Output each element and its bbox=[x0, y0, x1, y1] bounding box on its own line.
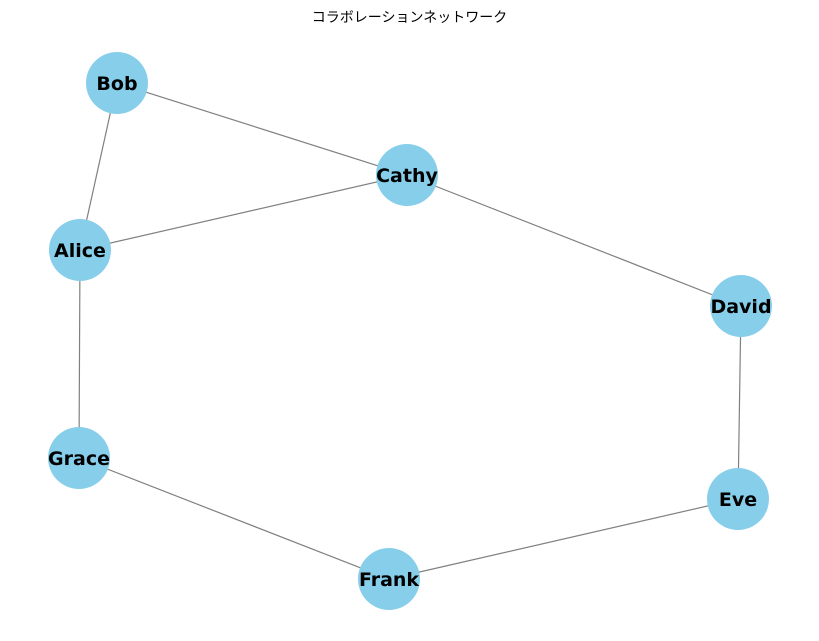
node-eve bbox=[707, 468, 769, 530]
edge-eve-frank bbox=[388, 498, 739, 580]
node-label: Frank bbox=[359, 569, 419, 591]
node-frank bbox=[358, 548, 420, 610]
edge-bob-cathy bbox=[116, 82, 408, 176]
node-label: Cathy bbox=[376, 165, 438, 187]
edge-grace-frank bbox=[78, 457, 390, 580]
node-david bbox=[710, 275, 772, 337]
edge-alice-cathy bbox=[79, 174, 408, 251]
node-label: David bbox=[710, 296, 771, 318]
node-label: Eve bbox=[719, 489, 757, 511]
node-grace bbox=[48, 427, 110, 489]
node-alice bbox=[49, 219, 111, 281]
node-cathy bbox=[376, 144, 438, 206]
edge-alice-grace bbox=[78, 249, 81, 459]
node-label: Grace bbox=[48, 448, 110, 470]
node-label: Alice bbox=[54, 240, 106, 262]
edge-david-eve bbox=[737, 305, 742, 500]
edge-cathy-david bbox=[406, 174, 742, 307]
diagram-title: コラボレーションネットワーク bbox=[311, 10, 508, 26]
node-label: Bob bbox=[96, 73, 137, 95]
node-bob bbox=[86, 52, 148, 114]
